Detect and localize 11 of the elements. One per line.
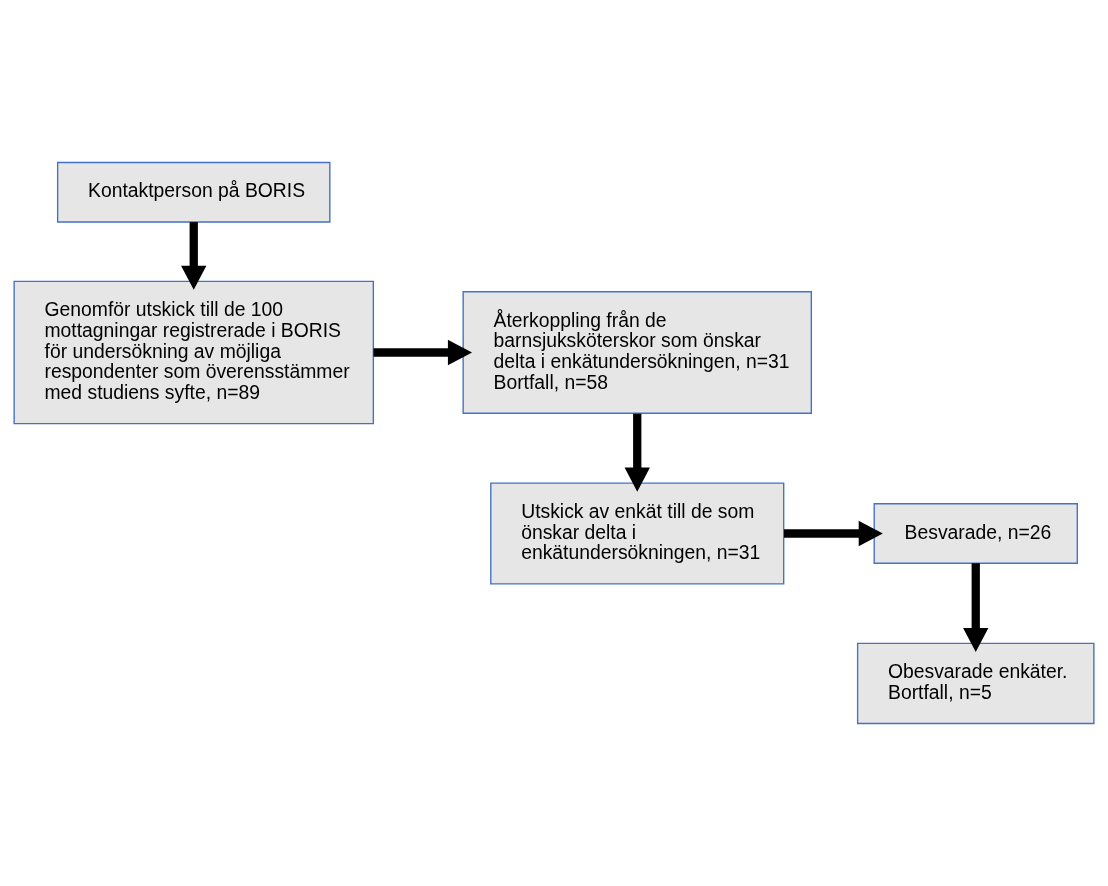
node-box: Obesvarade enkäter. Bortfall, n=5 bbox=[856, 642, 1095, 725]
arrow bbox=[963, 563, 989, 653]
node-box: Utskick av enkät till de som önskar delta i enkätundersökningen, n=31 bbox=[490, 482, 785, 585]
node-box: Kontaktperson på BORIS bbox=[56, 161, 331, 223]
arrow bbox=[624, 413, 650, 492]
arrow bbox=[181, 222, 207, 290]
arrow bbox=[784, 520, 883, 547]
node-box: Återkoppling från de barnsjuksköterskor som önskar delta i enkätundersökningen, n=31 Bortfall, n=58 bbox=[462, 291, 813, 414]
arrow bbox=[373, 339, 473, 366]
node-box: Besvarade, n=26 bbox=[873, 503, 1078, 564]
node-box: Genomför utskick till de 100 mottagningar registrerade i BORIS för undersökning av möjliga respondenter som överensstämmer med studiens syfte, n=89 bbox=[13, 280, 375, 425]
